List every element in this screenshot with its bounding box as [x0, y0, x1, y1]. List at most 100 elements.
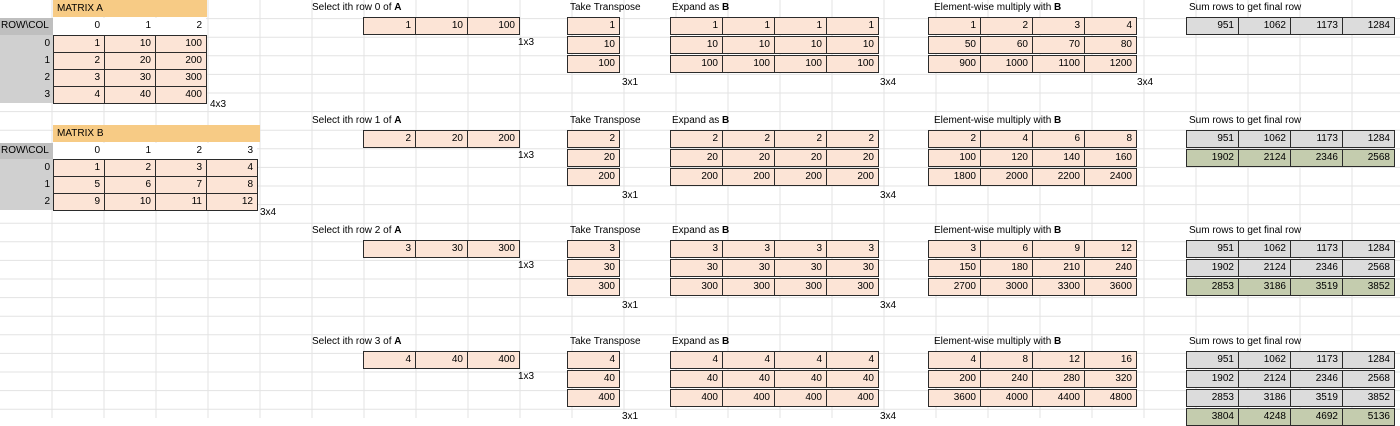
- multiply-cell: 16: [1084, 351, 1137, 369]
- sum-cell: 1173: [1290, 351, 1343, 369]
- sum-label: Sum rows to get final row: [1189, 1, 1301, 14]
- expand-dimension: 3x4: [880, 190, 897, 201]
- sum-label: Sum rows to get final row: [1189, 114, 1301, 127]
- expand-label-text: Expand as: [672, 336, 720, 347]
- expand-label: Expand as B: [672, 1, 729, 14]
- expand-cell: 4: [670, 351, 723, 369]
- matrix-a-row-header: 1: [0, 52, 53, 69]
- select-row-label-matrix-ref: A: [394, 2, 402, 13]
- expand-label-matrix-ref: B: [722, 115, 730, 126]
- multiply-cell: 70: [1032, 36, 1085, 54]
- matrix-a-dimension: 4x3: [210, 99, 227, 110]
- transpose-label: Take Transpose: [570, 1, 641, 14]
- multiply-cell: 1: [928, 17, 981, 35]
- multiply-label-text: Element-wise multiply with: [934, 115, 1052, 126]
- selected-row-cell: 30: [415, 240, 468, 258]
- expand-cell: 20: [826, 149, 879, 167]
- selected-row-cell: 100: [467, 17, 520, 35]
- sum-cell: 2346: [1290, 259, 1343, 277]
- matrix-b-cell: 2: [104, 159, 156, 177]
- expand-cell: 30: [774, 259, 827, 277]
- multiply-cell: 3000: [980, 278, 1033, 296]
- expand-cell: 20: [722, 149, 775, 167]
- multiply-label: Element-wise multiply with B: [934, 224, 1061, 237]
- select-row-label-text: Select ith row 3 of: [312, 336, 392, 347]
- transpose-cell: 400: [567, 389, 620, 407]
- sum-cell: 1173: [1290, 17, 1343, 35]
- sum-cell: 1062: [1238, 17, 1291, 35]
- multiply-cell: 6: [1032, 130, 1085, 148]
- matrix-b-cell: 12: [206, 193, 258, 211]
- multiply-cell: 1100: [1032, 55, 1085, 73]
- multiply-cell: 2700: [928, 278, 981, 296]
- multiply-label-text: Element-wise multiply with: [934, 336, 1052, 347]
- select-row-label-matrix-ref: A: [394, 336, 402, 347]
- select-row-label: Select ith row 1 of A: [312, 114, 402, 127]
- multiply-cell: 160: [1084, 149, 1137, 167]
- matrix-a-cell: 20: [104, 52, 156, 70]
- select-row-label-matrix-ref: A: [394, 225, 402, 236]
- expand-cell: 30: [722, 259, 775, 277]
- sum-cell: 951: [1186, 351, 1239, 369]
- matrix-a-cell: 200: [155, 52, 207, 70]
- matrix-b-corner: ROW\COL: [0, 143, 53, 161]
- matrix-a-corner: ROW\COL: [0, 18, 53, 36]
- expand-cell: 3: [774, 240, 827, 258]
- transpose-cell: 10: [567, 36, 620, 54]
- expand-cell: 200: [774, 168, 827, 186]
- matrix-b-cell: 1: [53, 159, 105, 177]
- expand-cell: 2: [670, 130, 723, 148]
- transpose-cell: 20: [567, 149, 620, 167]
- expand-cell: 100: [774, 55, 827, 73]
- expand-cell: 3: [722, 240, 775, 258]
- expand-cell: 4: [826, 351, 879, 369]
- selected-row-cell: 3: [363, 240, 416, 258]
- selected-row-cell: 20: [415, 130, 468, 148]
- multiply-cell: 9: [1032, 240, 1085, 258]
- expand-label-text: Expand as: [672, 115, 720, 126]
- selected-row-cell: 1: [363, 17, 416, 35]
- expand-cell: 4: [774, 351, 827, 369]
- sum-cell: 1284: [1342, 351, 1395, 369]
- multiply-cell: 120: [980, 149, 1033, 167]
- matrix-a-row-header: 3: [0, 86, 53, 103]
- matrix-b-cell: 6: [104, 176, 156, 194]
- matrix-b-cell: 7: [155, 176, 207, 194]
- multiply-cell: 3600: [1084, 278, 1137, 296]
- matrix-a-cell: 30: [104, 69, 156, 87]
- matrix-b-col-header: 0: [53, 143, 104, 161]
- sum-cell: 1173: [1290, 240, 1343, 258]
- expand-cell: 30: [670, 259, 723, 277]
- multiply-label-matrix-ref: B: [1054, 115, 1062, 126]
- sum-cell: 3186: [1238, 389, 1291, 407]
- transpose-label: Take Transpose: [570, 224, 641, 237]
- multiply-cell: 1800: [928, 168, 981, 186]
- sum-cell: 2124: [1238, 259, 1291, 277]
- selected-row-dimension: 1x3: [518, 371, 535, 382]
- multiply-cell: 6: [980, 240, 1033, 258]
- sum-cell: 2124: [1238, 370, 1291, 388]
- matrix-a-cell: 400: [155, 86, 207, 104]
- matrix-b-title: MATRIX B: [53, 125, 260, 142]
- sum-cell: 1062: [1238, 130, 1291, 148]
- matrix-a-title: MATRIX A: [53, 0, 207, 17]
- expand-cell: 40: [774, 370, 827, 388]
- matrix-a-cell: 300: [155, 69, 207, 87]
- sum-cell: 1062: [1238, 351, 1291, 369]
- matrix-b-col-header: 1: [104, 143, 155, 161]
- expand-cell: 300: [722, 278, 775, 296]
- sum-cell: 1902: [1186, 259, 1239, 277]
- matrix-b-col-header: 2: [155, 143, 206, 161]
- sum-label-text: Sum rows to get final row: [1189, 336, 1302, 347]
- sum-cell: 3186: [1238, 278, 1291, 296]
- transpose-cell: 4: [567, 351, 620, 369]
- transpose-label-text: Take Transpose: [570, 336, 641, 347]
- expand-cell: 200: [722, 168, 775, 186]
- multiply-cell: 900: [928, 55, 981, 73]
- sum-cell: 1902: [1186, 149, 1239, 167]
- matrix-b-cell: 5: [53, 176, 105, 194]
- multiply-cell: 3: [1032, 17, 1085, 35]
- sum-cell: 2853: [1186, 278, 1239, 296]
- multiply-cell: 3: [928, 240, 981, 258]
